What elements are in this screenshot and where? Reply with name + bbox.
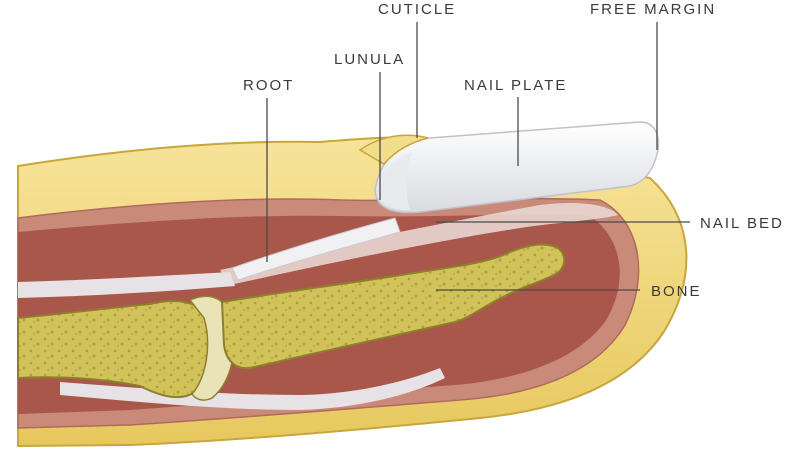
cuticle-fold bbox=[358, 134, 429, 165]
label-nail-plate: NAIL PLATE bbox=[464, 77, 567, 94]
label-cuticle: CUTICLE bbox=[378, 1, 456, 18]
label-nail-bed: NAIL BED bbox=[700, 215, 784, 232]
tendon-upper bbox=[18, 272, 235, 298]
label-free-margin: FREE MARGIN bbox=[590, 1, 716, 18]
label-bone: BONE bbox=[651, 283, 702, 300]
nail-bed-tissue bbox=[220, 203, 618, 285]
label-root: ROOT bbox=[243, 77, 294, 94]
lunula-shape bbox=[378, 152, 412, 210]
nail-root bbox=[231, 217, 401, 281]
label-lunula: LUNULA bbox=[334, 51, 405, 68]
tendon-lower bbox=[60, 368, 445, 410]
